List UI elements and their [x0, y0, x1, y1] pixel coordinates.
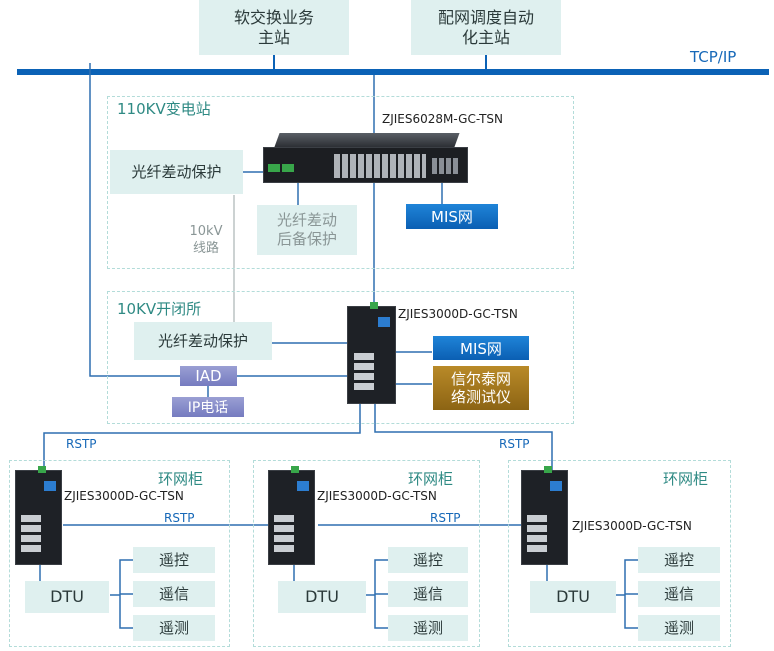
dtu-box-3: DTU [530, 581, 616, 613]
dtu-box-2: DTU [278, 581, 366, 613]
rstp-ring-right [374, 404, 553, 472]
substation-backup-protection: 光纤差动 后备保护 [257, 205, 357, 255]
function-remote-measure-3: 遥测 [638, 615, 720, 641]
substation-mis-network: MIS网 [406, 204, 498, 229]
ring-cabinet-zone-2 [253, 460, 480, 647]
function-remote-control-1: 遥控 [133, 547, 215, 573]
substation-switch-model: ZJIES6028M-GC-TSN [382, 112, 503, 126]
substation-fiber-protection: 光纤差动保护 [110, 150, 243, 194]
rstp-label-top-right: RSTP [499, 437, 530, 451]
rstp-label-mid-left: RSTP [164, 511, 195, 525]
switching-station-zone [107, 291, 574, 424]
iad-box: IAD [180, 366, 237, 386]
power-terminal-icon [544, 466, 552, 473]
ring-cabinet-3-switch-model: ZJIES3000D-GC-TSN [572, 519, 692, 533]
ethernet-ports-icon [334, 154, 426, 178]
softswitch-master-box: 软交换业务 主站 [199, 0, 349, 55]
ethernet-ports-icon [21, 515, 41, 555]
function-remote-measure-2: 遥测 [388, 615, 468, 641]
function-remote-signal-1: 遥信 [133, 581, 215, 607]
rstp-ring-left [43, 404, 361, 470]
10kv-line-label: 10kV 线路 [186, 224, 226, 258]
10kv-label-line2: 线路 [192, 240, 219, 256]
function-remote-control-2: 遥控 [388, 547, 468, 573]
iad-bus-link [89, 63, 180, 377]
rack-switch-6028 [263, 133, 468, 183]
dms-master-box: 配网调度自动 化主站 [411, 0, 561, 55]
power-terminal-icon [38, 466, 46, 473]
ring-cabinet-2-switch-model: ZJIES3000D-GC-TSN [317, 489, 437, 503]
din-switch-ring-2 [268, 466, 315, 565]
switching-station-title: 10KV开闭所 [117, 300, 202, 318]
rstp-label-mid-right: RSTP [430, 511, 461, 525]
rstp-label-top-left: RSTP [66, 437, 97, 451]
din-switch-ring-3 [521, 466, 568, 565]
ethernet-ports-icon [274, 515, 294, 555]
softswitch-line1: 软交换业务 [233, 7, 314, 27]
tester-line1: 信尔泰网 [450, 370, 511, 388]
dms-line1: 配网调度自动 [437, 7, 534, 27]
rack-switch-front [263, 147, 468, 183]
function-remote-signal-3: 遥信 [638, 581, 720, 607]
ring-cabinet-zone-1 [9, 460, 230, 647]
rack-switch-top [274, 133, 460, 147]
substation-title: 110KV变电站 [117, 100, 211, 118]
protocol-label: TCP/IP [690, 48, 737, 66]
din-switch-ring-1 [15, 466, 62, 565]
function-remote-signal-2: 遥信 [388, 581, 468, 607]
status-led-icon [378, 317, 390, 327]
ring-cabinet-1-switch-model: ZJIES3000D-GC-TSN [64, 489, 184, 503]
backup-protection-line1: 光纤差动 [276, 211, 337, 230]
network-tester: 信尔泰网 络测试仪 [433, 366, 529, 410]
softswitch-line2: 主站 [257, 27, 290, 47]
station-switch-model: ZJIES3000D-GC-TSN [398, 307, 518, 321]
dtu-box-1: DTU [25, 581, 109, 613]
ring-cabinet-1-title: 环网柜 [158, 470, 204, 488]
function-remote-control-3: 遥控 [638, 547, 720, 573]
ethernet-ports-icon [527, 515, 547, 555]
ip-phone-box: IP电话 [172, 397, 244, 417]
substation-zone [107, 96, 574, 269]
status-led-icon [550, 481, 562, 491]
tcp-ip-bus [17, 69, 769, 75]
ring-cabinet-3-title: 环网柜 [663, 470, 709, 488]
ring-cabinet-2-title: 环网柜 [408, 470, 454, 488]
ethernet-ports-icon [354, 353, 374, 393]
status-led-icon [297, 481, 309, 491]
station-fiber-protection: 光纤差动保护 [134, 322, 272, 360]
function-remote-measure-1: 遥测 [133, 615, 215, 641]
power-terminal-icon [268, 164, 280, 172]
power-terminal-icon [291, 466, 299, 473]
power-terminal-icon [282, 164, 294, 172]
status-led-icon [44, 481, 56, 491]
power-terminal-icon [370, 302, 378, 309]
din-switch-station [347, 302, 396, 404]
ring-cabinet-zone-3 [508, 460, 731, 647]
backup-protection-line2: 后备保护 [276, 230, 337, 248]
10kv-label-line1: 10kV [189, 224, 223, 239]
station-mis-network: MIS网 [433, 336, 529, 360]
fiber-ports-icon [432, 158, 458, 174]
tester-line2: 络测试仪 [450, 388, 511, 406]
dms-line2: 化主站 [461, 27, 510, 47]
